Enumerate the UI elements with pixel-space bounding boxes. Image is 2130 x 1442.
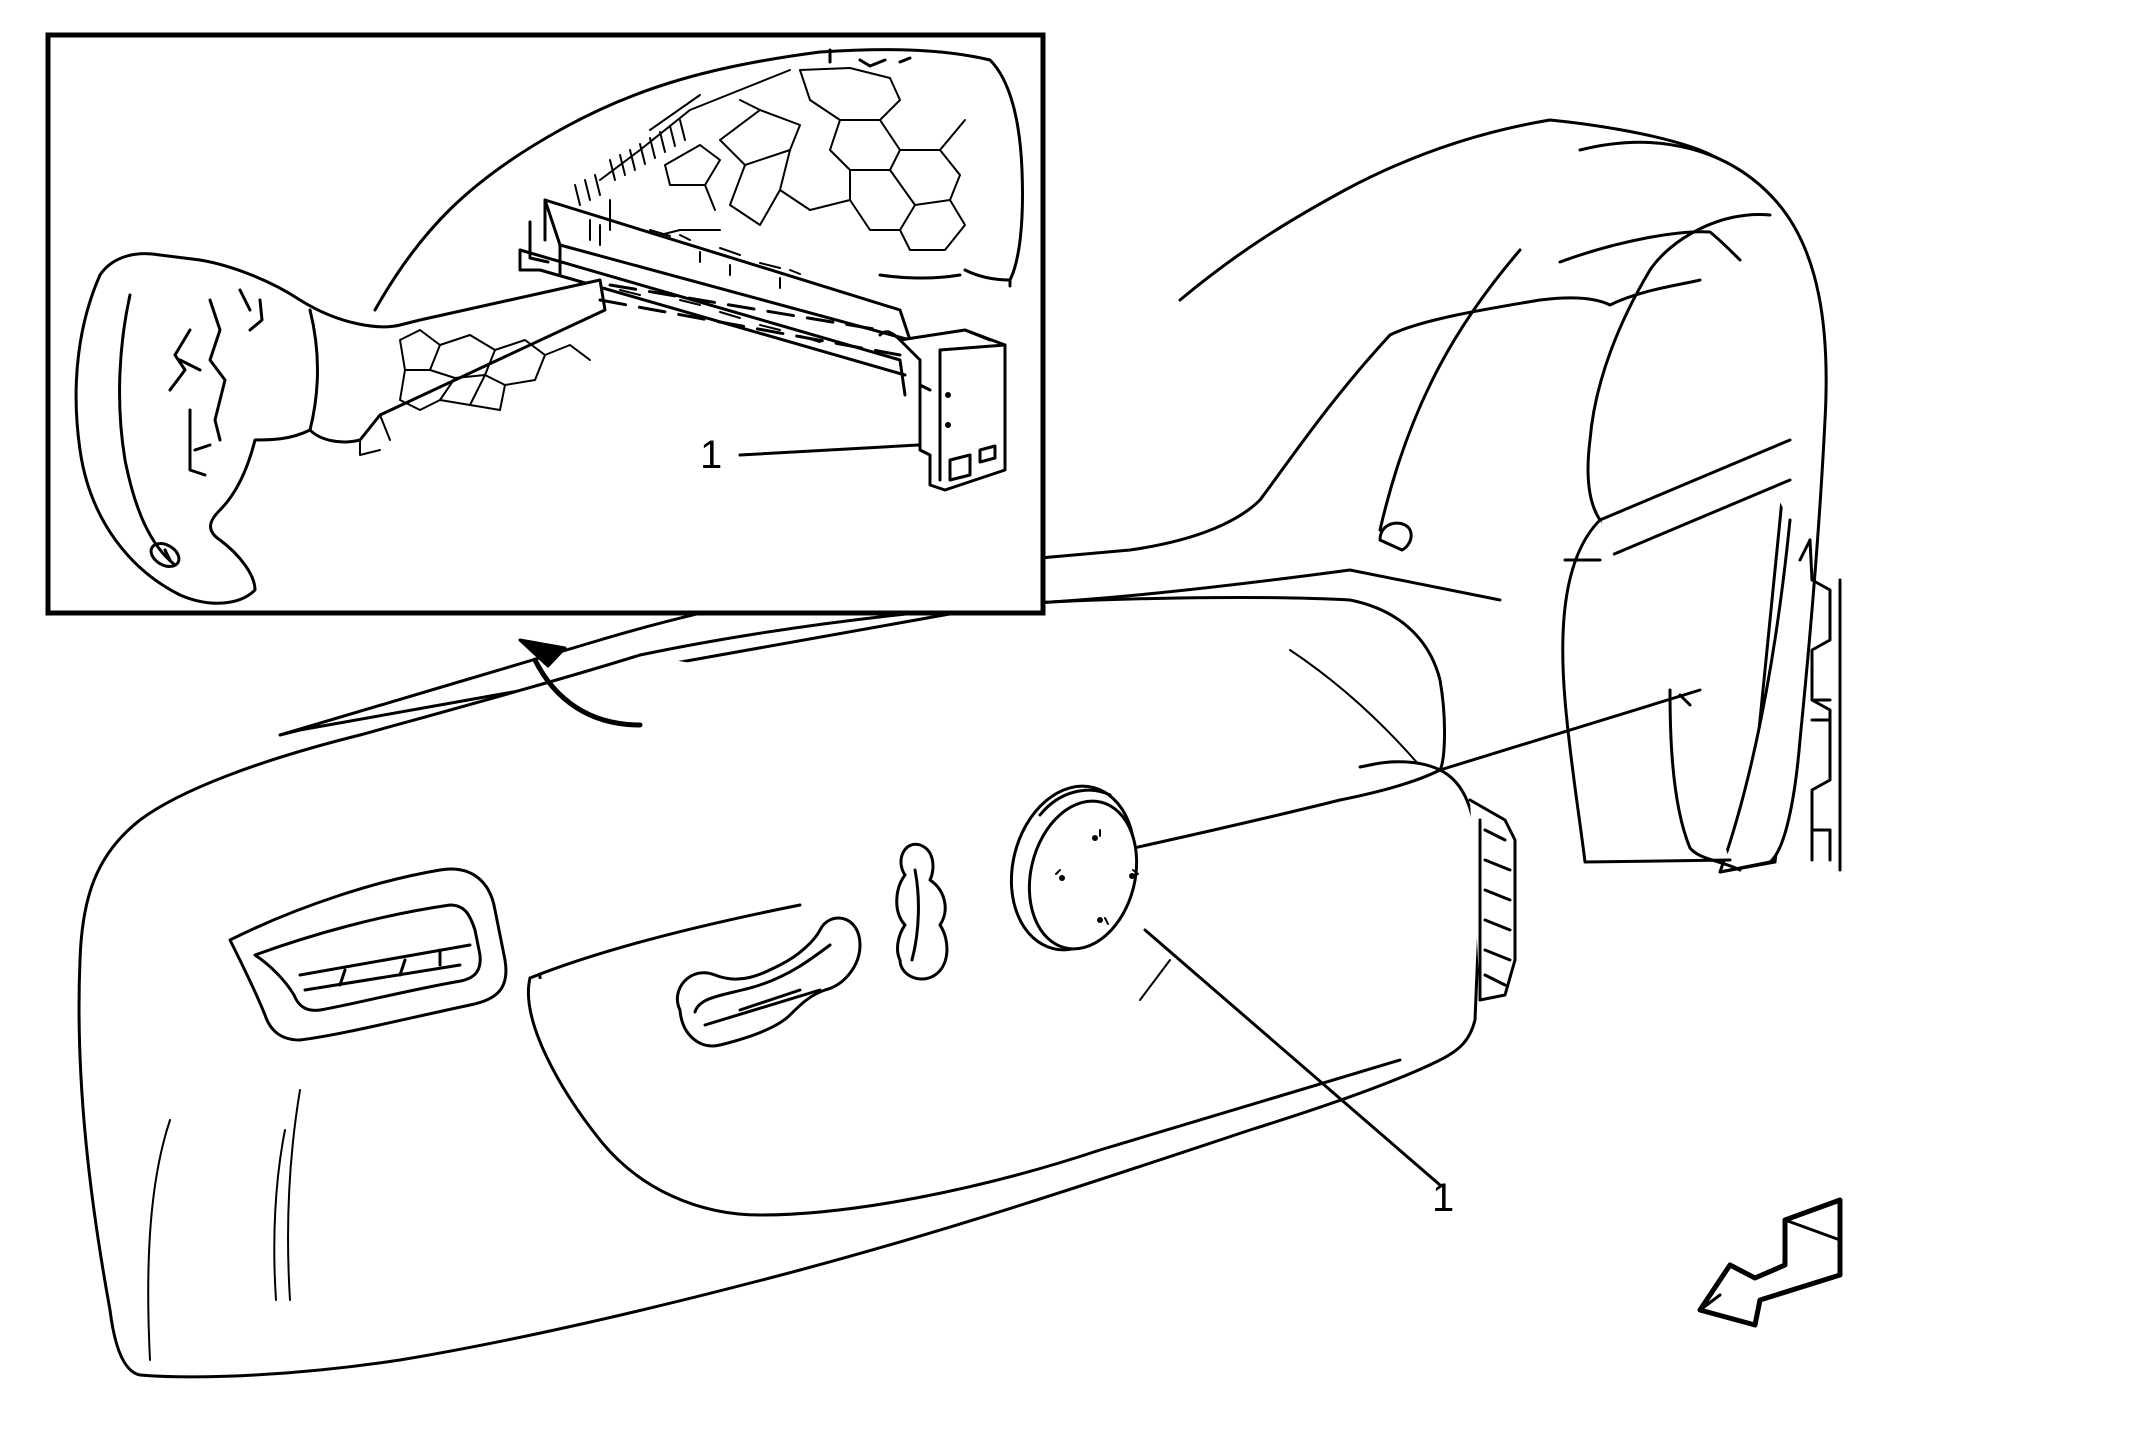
curved-view-arrow-icon	[518, 638, 643, 728]
detail-callout-label: 1	[700, 433, 723, 477]
recline-switch	[895, 842, 949, 981]
shield-rear-connector	[1468, 798, 1517, 1002]
inset-shell-ribs	[574, 119, 686, 206]
inset-lower-structure	[359, 329, 591, 456]
round-control-switch	[1009, 784, 1139, 952]
main-callout-label: 1	[1432, 1176, 1455, 1220]
main-callout-leader	[1143, 928, 1442, 1187]
seat-cushion	[278, 230, 1742, 821]
seat-adjust-switch	[675, 916, 862, 1048]
seat-assembly	[77, 118, 1842, 1379]
inset-internal-structure	[599, 67, 966, 251]
seat-back	[1178, 118, 1842, 874]
direction-arrow-icon	[1697, 1197, 1843, 1328]
detail-inset	[45, 32, 1046, 616]
detail-callout-leader	[738, 443, 920, 457]
inset-switch-module	[878, 328, 1007, 492]
recline-lever	[228, 867, 508, 1042]
